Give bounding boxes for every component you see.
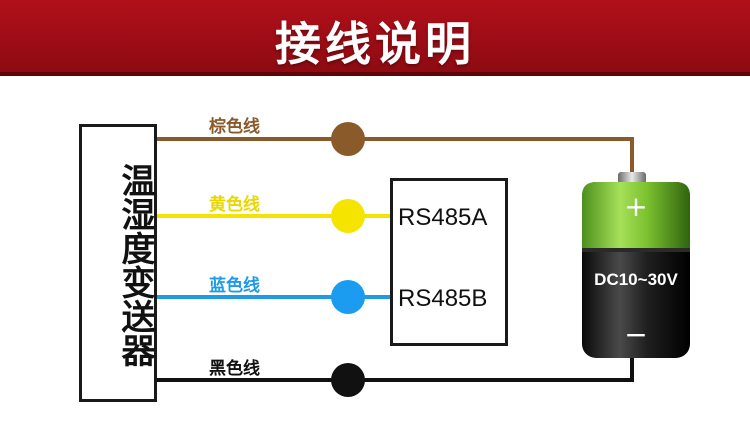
brown-wire-label: 棕色线 bbox=[209, 117, 260, 137]
rs485a-label: RS485A bbox=[398, 204, 488, 231]
battery-voltage-label: DC10~30V bbox=[594, 270, 678, 289]
rs485b-label: RS485B bbox=[398, 285, 488, 312]
header-underline bbox=[0, 72, 750, 76]
brown-wire-node bbox=[331, 122, 365, 156]
black-wire bbox=[154, 354, 634, 382]
black-wire-node bbox=[331, 363, 365, 397]
blue-wire-node bbox=[331, 280, 365, 314]
yellow-wire-node bbox=[331, 199, 365, 233]
battery bbox=[582, 172, 690, 358]
transmitter-device: 温湿度变送器 bbox=[79, 124, 157, 402]
page-title: 接线说明 bbox=[275, 17, 475, 71]
black-wire-label: 黑色线 bbox=[209, 359, 260, 379]
blue-wire-label: 蓝色线 bbox=[209, 276, 260, 296]
yellow-wire-label: 黄色线 bbox=[209, 195, 260, 215]
header-banner bbox=[0, 0, 750, 76]
battery-plus-sign: + bbox=[624, 190, 648, 223]
battery-minus-sign: − bbox=[624, 318, 648, 351]
rs485-terminal-box bbox=[390, 178, 508, 346]
device-name: 温湿度变送器 bbox=[115, 163, 155, 367]
brown-wire bbox=[154, 137, 634, 172]
